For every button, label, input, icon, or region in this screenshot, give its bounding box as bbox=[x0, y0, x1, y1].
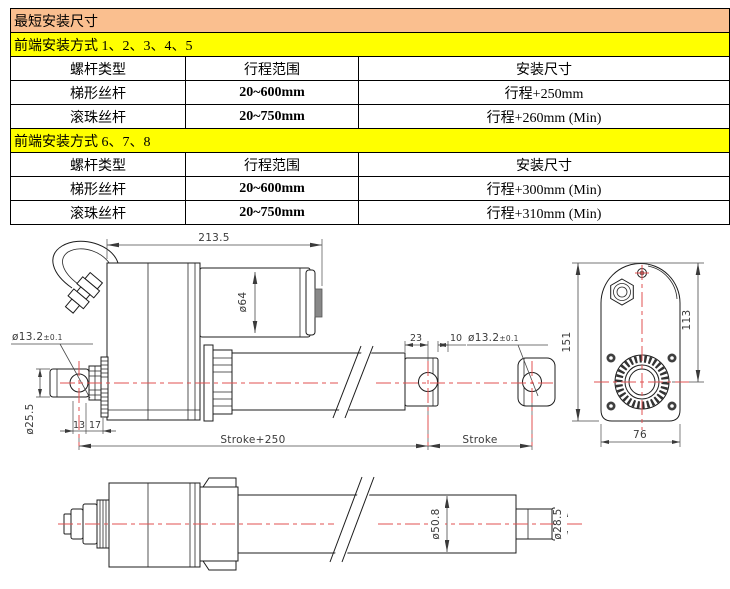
cable-gland-icon bbox=[64, 271, 104, 314]
main-side-view: 213.5 ø64 ø13.2±0.1 ø25.5 13 17 23 10 ø1… bbox=[11, 232, 556, 450]
dim-front-hole: ø13.2±0.1 bbox=[12, 331, 63, 343]
section-header-1: 前端安装方式 1、2、3、4、5 bbox=[9, 32, 730, 57]
col-header-screw-type: 螺杆类型 bbox=[10, 152, 186, 177]
table-row: 滚珠丝杆 20~750mm 行程+260mm (Min) bbox=[10, 104, 730, 129]
table-row: 滚珠丝杆 20~750mm 行程+310mm (Min) bbox=[10, 200, 730, 225]
table-row: 梯形丝杆 20~600mm 行程+300mm (Min) bbox=[10, 176, 730, 201]
cell-screw-type: 滚珠丝杆 bbox=[10, 200, 186, 225]
cell-install-size: 行程+310mm (Min) bbox=[357, 200, 730, 225]
cell-screw-type: 滚珠丝杆 bbox=[10, 104, 186, 129]
cell-install-size: 行程+260mm (Min) bbox=[357, 104, 730, 129]
cell-install-size: 行程+250mm bbox=[357, 80, 730, 105]
dim-front-od: ø25.5 bbox=[24, 403, 36, 434]
break-lines bbox=[332, 345, 374, 419]
cable-loop-outline bbox=[52, 240, 119, 289]
dim-17: 17 bbox=[89, 420, 101, 431]
column-header-row: 螺杆类型 行程范围 安装尺寸 bbox=[10, 56, 730, 81]
motor-connector bbox=[314, 288, 323, 318]
table-row: 梯形丝杆 20~600mm 行程+250mm bbox=[10, 80, 730, 105]
outer-tube bbox=[231, 352, 406, 411]
dim-end-width: 76 bbox=[633, 429, 647, 441]
dim-motor-diameter: ø64 bbox=[237, 292, 249, 313]
cell-install-size: 行程+300mm (Min) bbox=[357, 176, 730, 201]
col-header-stroke-range: 行程范围 bbox=[185, 56, 359, 81]
cell-screw-type: 梯形丝杆 bbox=[10, 176, 186, 201]
dim-10: 10 bbox=[450, 333, 462, 344]
dim-end-pivot: 113 bbox=[681, 310, 693, 331]
dim-stroke-plus-250: Stroke+250 bbox=[220, 434, 285, 446]
section-header-2: 前端安装方式 6、7、8 bbox=[9, 128, 730, 153]
col-header-screw-type: 螺杆类型 bbox=[10, 56, 186, 81]
gearbox-housing bbox=[106, 262, 201, 421]
dim-rod-diameter: ø28.5 bbox=[552, 508, 564, 539]
col-header-install-size: 安装尺寸 bbox=[357, 56, 730, 81]
front-knurl-band bbox=[100, 356, 109, 418]
cell-stroke-range: 20~750mm bbox=[185, 200, 359, 225]
dim-stroke: Stroke bbox=[462, 434, 497, 446]
dim-23: 23 bbox=[410, 333, 422, 344]
spec-table: 最短安装尺寸 前端安装方式 1、2、3、4、5 螺杆类型 行程范围 安装尺寸 梯… bbox=[9, 8, 730, 225]
col-header-install-size: 安装尺寸 bbox=[357, 152, 730, 177]
centerlines bbox=[58, 265, 689, 525]
corner-screws bbox=[606, 353, 677, 411]
end-view: 151 113 76 bbox=[561, 262, 704, 447]
col-header-stroke-range: 行程范围 bbox=[185, 152, 359, 177]
cell-stroke-range: 20~750mm bbox=[185, 104, 359, 129]
cable-loop-inner bbox=[62, 248, 112, 285]
dim-end-height: 151 bbox=[561, 332, 573, 353]
dim-rear-hole: ø13.2±0.1 bbox=[468, 332, 519, 344]
cell-stroke-range: 20~600mm bbox=[185, 80, 359, 105]
dim-overall-length: 213.5 bbox=[198, 232, 230, 244]
dim-tube-diameter: ø50.8 bbox=[430, 508, 442, 539]
bottom-view bbox=[63, 476, 568, 571]
table-title: 最短安装尺寸 bbox=[9, 8, 730, 33]
cell-stroke-range: 20~600mm bbox=[185, 176, 359, 201]
cell-screw-type: 梯形丝杆 bbox=[10, 80, 186, 105]
column-header-row: 螺杆类型 行程范围 安装尺寸 bbox=[10, 152, 730, 177]
bottom-body bbox=[108, 482, 201, 568]
